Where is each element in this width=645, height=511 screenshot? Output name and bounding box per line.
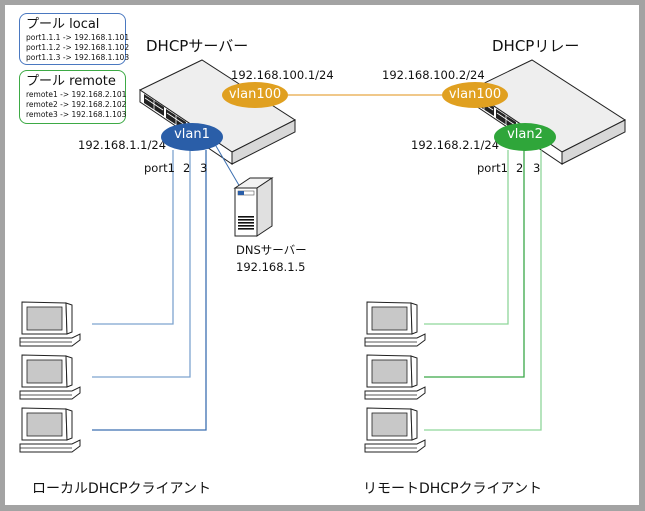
keyboard-base [19,333,81,347]
dhcp-server-title: DHCPサーバー [146,37,249,55]
server-vlan1-badge: vlan1 [161,123,223,151]
switch-side [561,119,626,165]
keyboard-base [364,333,426,347]
remote-client-computer-icon [364,354,426,400]
local-clients-caption: ローカルDHCPクライアント [32,481,211,497]
dns-link [215,145,241,188]
monitor-side [410,355,418,388]
server-vlan100-ip: 192.168.100.1/24 [231,68,334,82]
pool-remote-entry: remote3 -> 192.168.1.103 [26,110,127,119]
pool-local-entry: port1.1.2 -> 192.168.1.102 [26,43,130,52]
relay-port-label: 2 [516,161,524,175]
pool-local: プール local port1.1.1 -> 192.168.1.101 por… [19,13,130,65]
monitor-side [65,302,73,335]
dns-server-ip: 192.168.1.5 [236,260,306,274]
vent-slot [238,222,254,224]
server-port-label: port1 [144,161,175,175]
pool-remote-title: プール remote [26,74,116,89]
relay-port-label: 3 [533,161,541,175]
screen [26,359,63,384]
remote-client-link [424,150,509,325]
local-client-link [92,150,191,378]
server-vlan1-ip: 192.168.1.1/24 [78,138,167,152]
keyboard-base [19,439,81,453]
vent-slot [238,225,254,227]
pool-local-entry: port1.1.1 -> 192.168.1.101 [26,33,130,42]
screen [371,359,408,384]
local-client-computer-icon [19,301,81,347]
keyboard-base [364,439,426,453]
screen [26,412,63,437]
tower-front [234,187,258,237]
pool-remote-entry: remote1 -> 192.168.2.101 [26,90,127,99]
switch-side [231,119,296,165]
pool-local-entry: port1.1.3 -> 192.168.1.103 [26,53,130,62]
vent-slot [238,219,254,221]
monitor-side [410,408,418,441]
keyboard-base [19,386,81,400]
tower-side [256,177,273,237]
pool-remote-entry: remote2 -> 192.168.2.102 [26,100,127,109]
local-client-computer-icon [19,407,81,453]
remote-client-link [424,150,525,378]
vent-slot [238,216,254,218]
relay-port-label: port1 [477,161,508,175]
relay-vlan100-ip: 192.168.100.2/24 [382,68,485,82]
local-client-computer-icon [19,354,81,400]
remote-client-computer-icon [364,301,426,347]
monitor-side [65,408,73,441]
dhcp-relay-title: DHCPリレー [492,37,580,55]
relay-vlan2-badge: vlan2 [494,123,556,151]
keyboard-base [364,386,426,400]
local-client-link [92,150,174,325]
dns-server-icon [233,177,274,237]
dns-server-name: DNSサーバー [236,243,307,257]
server-vlan100-badge: vlan100 [222,82,288,108]
pool-remote: プール remote remote1 -> 192.168.2.101 remo… [19,70,126,124]
server-port-label: 3 [200,161,208,175]
remote-clients-caption: リモートDHCPクライアント [363,481,542,497]
local-client-link [92,150,207,431]
screen [371,412,408,437]
screen [26,306,63,331]
screen [371,306,408,331]
pool-local-title: プール local [26,17,100,32]
server-port-label: 2 [183,161,191,175]
monitor-side [410,302,418,335]
relay-vlan100-badge: vlan100 [442,82,508,108]
relay-vlan2-ip: 192.168.2.1/24 [411,138,500,152]
remote-client-computer-icon [364,407,426,453]
monitor-side [65,355,73,388]
remote-client-link [424,150,542,431]
drive-led [238,191,244,195]
vent-slot [238,228,254,230]
